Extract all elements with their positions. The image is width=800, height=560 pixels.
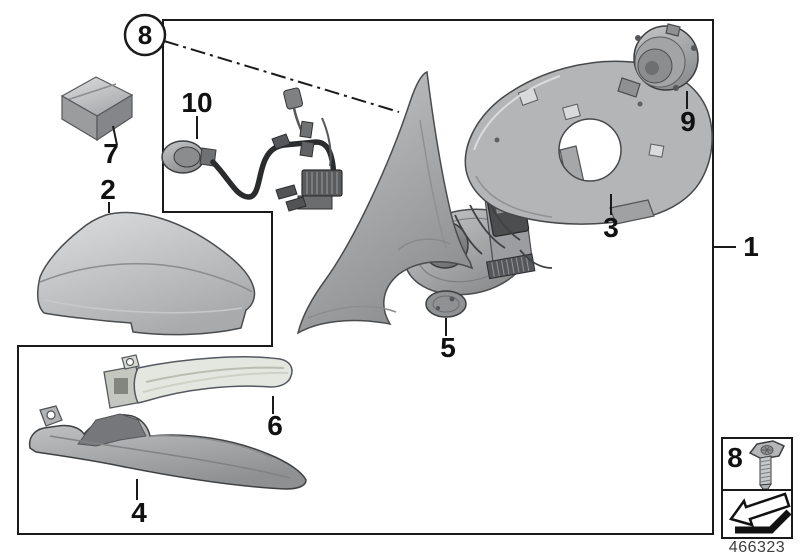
callout-1: 1 bbox=[743, 231, 759, 262]
drive-motor-drawing bbox=[617, 23, 699, 98]
cover-plate-drawing bbox=[425, 290, 467, 318]
callout-3: 3 bbox=[603, 212, 619, 243]
leader-line-7 bbox=[112, 125, 118, 146]
mirror-cap-drawing bbox=[36, 211, 256, 336]
housing-frame-drawing bbox=[464, 60, 713, 225]
direction-of-travel-arrow-icon bbox=[728, 492, 792, 534]
callout-7: 7 bbox=[103, 138, 119, 169]
callout-5: 5 bbox=[440, 332, 456, 363]
turn-signal-lamp-drawing bbox=[103, 354, 293, 409]
callout-4: 4 bbox=[131, 497, 147, 528]
torx-screw-icon bbox=[748, 440, 786, 490]
mirror-base-fin-drawing bbox=[296, 70, 474, 335]
callout-6: 6 bbox=[267, 410, 283, 441]
circled-callout-8-label: 8 bbox=[138, 20, 152, 50]
legend-screw-cell: 8 bbox=[721, 437, 793, 491]
callout-10: 10 bbox=[181, 87, 212, 118]
assembly-boundary-frame bbox=[17, 19, 714, 535]
callout-9: 9 bbox=[680, 106, 696, 137]
callout-2: 2 bbox=[100, 174, 116, 205]
wiring-harness-drawing bbox=[161, 87, 343, 212]
lower-trim-drawing bbox=[28, 405, 307, 490]
legend-ref-label: 8 bbox=[727, 442, 743, 473]
screw-reference-dash-dot-line bbox=[163, 40, 400, 113]
circled-callout-8: 8 bbox=[123, 13, 167, 57]
legend-direction-cell bbox=[721, 489, 793, 539]
foam-pad-drawing bbox=[60, 76, 134, 142]
doc-number: 466323 bbox=[729, 539, 785, 556]
